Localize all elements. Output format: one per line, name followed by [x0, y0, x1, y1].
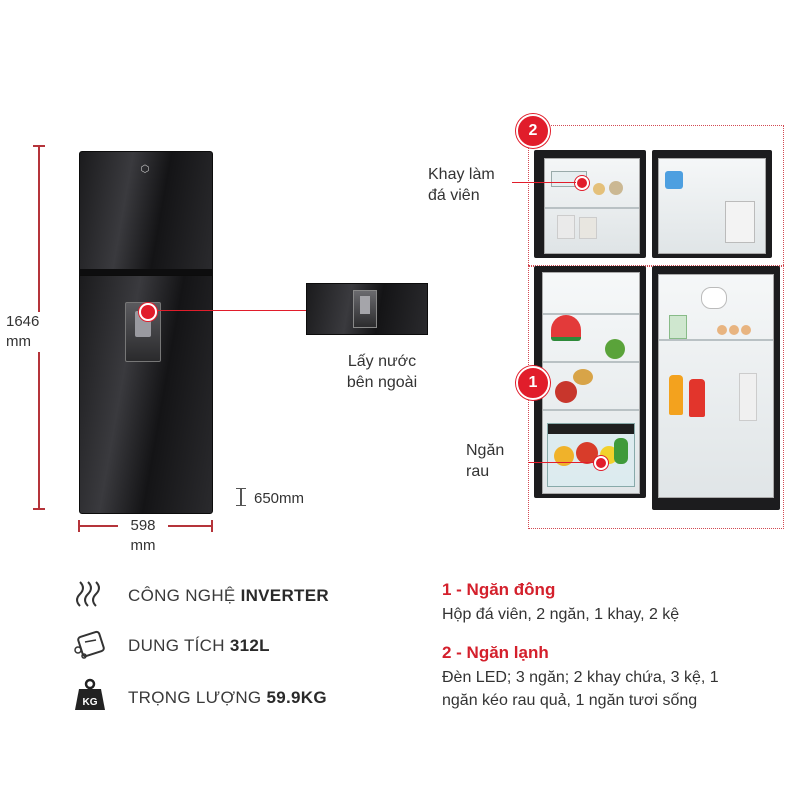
width-unit: mm: [130, 537, 156, 554]
upper-door-open: [652, 150, 772, 258]
fridge-badge: 2: [516, 114, 550, 148]
depth-dimension-icon: [240, 488, 242, 506]
weight-icon: KG: [74, 678, 106, 712]
veg-drawer-callout-line: [528, 462, 594, 463]
feature-weight-value: 59.9KG: [266, 688, 327, 707]
fridge-spec-desc-line1: Đèn LED; 3 ngăn; 2 khay chứa, 3 kệ, 1: [442, 669, 719, 686]
ice-tray-callout-line: [512, 182, 576, 183]
feature-inverter-prefix: CÔNG NGHỆ: [128, 586, 241, 605]
feature-capacity: DUNG TÍCH 312L: [66, 626, 426, 662]
freezer-badge: 1: [516, 366, 550, 400]
height-dimension-cap-top: [33, 145, 45, 147]
feature-inverter-text: CÔNG NGHỆ INVERTER: [128, 586, 329, 606]
freezer-spec-title: 1 - Ngăn đông: [442, 580, 556, 599]
capacity-icon: [72, 628, 108, 660]
fridge-spec-title: 2 - Ngăn lạnh: [442, 643, 549, 662]
dispenser-label: Lấy nước bên ngoài: [322, 351, 442, 393]
depth-label: 650mm: [254, 490, 305, 507]
veg-drawer-label-line1: Ngăn: [466, 442, 505, 459]
ice-tray-label: Khay làm đá viên: [428, 164, 518, 206]
interior-diagram: 2 1 Khay làm đá viên Ngăn rau: [420, 110, 800, 540]
lower-compartment: [534, 266, 646, 498]
feature-capacity-prefix: DUNG TÍCH: [128, 636, 230, 655]
ice-tray-label-line1: Khay làm: [428, 166, 495, 183]
upper-compartment: [534, 150, 646, 258]
watermelon: [551, 315, 581, 341]
veg-drawer-label-line2: rau: [466, 463, 490, 480]
dimension-diagram: 1646 mm ⬡ Lấy nước bên ngoài 650mm 598 m…: [0, 0, 470, 570]
dispenser-label-line2: bên ngoài: [346, 374, 418, 391]
width-dimension-cap-right: [211, 520, 213, 532]
feature-inverter: CÔNG NGHỆ INVERTER: [66, 576, 426, 612]
spec-list: 1 - Ngăn đông Hộp đá viên, 2 ngăn, 1 kha…: [442, 576, 792, 726]
height-dimension-cap-bottom: [33, 508, 45, 510]
dispenser-closeup: [306, 283, 428, 335]
width-dimension-cap-left: [78, 520, 80, 532]
dispenser-callout-dot: [139, 303, 157, 321]
feature-weight-prefix: TRỌNG LƯỢNG: [128, 688, 267, 707]
depth-dimension-cap-bottom: [236, 505, 246, 506]
weight-icon-text: KG: [83, 697, 98, 708]
feature-list: CÔNG NGHỆ INVERTER DUNG TÍCH 312L KG TRỌ: [66, 570, 426, 730]
brand-logo: ⬡: [140, 164, 150, 175]
fridge-spec-desc: Đèn LED; 3 ngăn; 2 khay chứa, 3 kệ, 1 ng…: [442, 666, 719, 712]
feature-weight-text: TRỌNG LƯỢNG 59.9KG: [128, 688, 327, 708]
height-unit: mm: [6, 333, 31, 350]
fridge-spec-desc-line2: ngăn kéo rau quả, 1 ngăn tươi sống: [442, 692, 698, 709]
fridge-freezer-door: ⬡: [79, 151, 213, 271]
ice-tray-callout-dot: [575, 176, 589, 190]
veg-drawer-label: Ngăn rau: [466, 440, 526, 482]
vegetable-drawer: [547, 423, 635, 487]
feature-weight: KG TRỌNG LƯỢNG 59.9KG: [66, 676, 426, 716]
lower-door-open: [652, 266, 780, 510]
ice-tray-label-line2: đá viên: [428, 187, 480, 204]
inverter-icon: [74, 578, 106, 610]
freezer-spec-desc: Hộp đá viên, 2 ngăn, 1 khay, 2 kệ: [442, 606, 680, 623]
feature-capacity-value: 312L: [229, 636, 270, 655]
width-value: 598: [130, 517, 156, 534]
feature-inverter-value: INVERTER: [240, 586, 329, 605]
width-label: 598 mm: [118, 516, 168, 556]
feature-capacity-text: DUNG TÍCH 312L: [128, 636, 270, 656]
depth-dimension-cap-top: [236, 488, 246, 489]
height-label: 1646 mm: [6, 312, 66, 352]
dispenser-label-line1: Lấy nước: [347, 353, 417, 370]
veg-drawer-callout-dot: [594, 456, 608, 470]
height-value: 1646: [6, 313, 40, 330]
dispenser-callout-line: [157, 310, 307, 311]
door-handle-gap: [79, 269, 213, 275]
